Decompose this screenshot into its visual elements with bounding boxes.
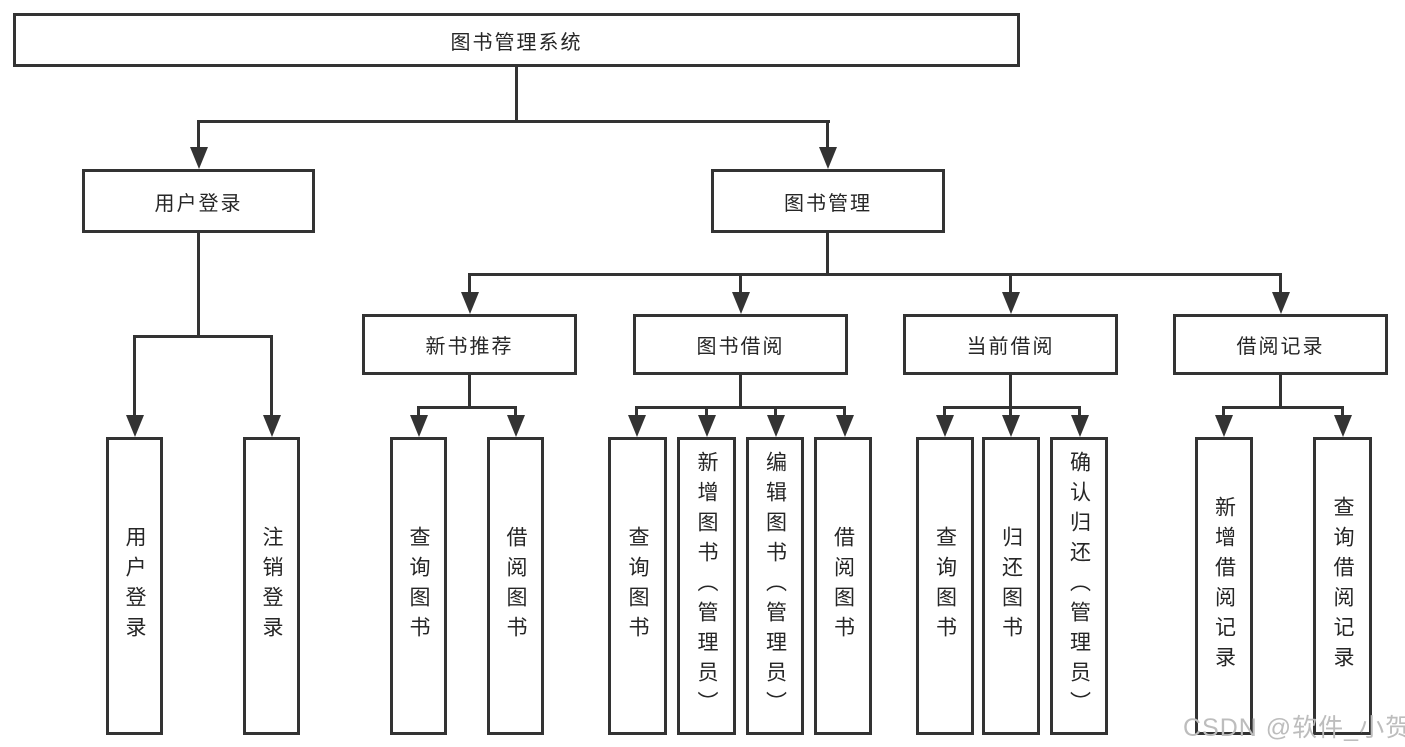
connector-current-borrow-vertical: [1009, 375, 1012, 409]
leaf-confirm-return-admin-label: 确认归还（管理员）: [1067, 451, 1091, 721]
node-current-borrowing-label: 当前借阅: [966, 336, 1055, 358]
connector-borrow-records-stub-2: [1341, 406, 1344, 418]
leaf-return-books-label: 归还图书: [999, 526, 1023, 646]
arrowhead-down-icon: [1002, 292, 1020, 314]
arrowhead-down-icon: [836, 415, 854, 437]
connector-new-book-stub-1: [417, 406, 420, 418]
node-new-book-recommendation-label: 新书推荐: [425, 336, 514, 358]
arrowhead-down-icon: [410, 415, 428, 437]
csdn-watermark: CSDN @软件_小贺同学: [1183, 714, 1405, 742]
arrowhead-down-icon: [936, 415, 954, 437]
connector-book-borrow-stub-3: [774, 406, 777, 418]
arrowhead-down-icon: [1272, 292, 1290, 314]
node-book-management-label: 图书管理: [784, 192, 872, 215]
connector-book-borrow-stub-4: [843, 406, 846, 418]
leaf-edit-books-admin: 编辑图书（管理员）: [746, 437, 804, 735]
leaf-query-books-recommend-label: 查询图书: [407, 526, 430, 646]
leaf-add-borrow-record-label: 新增借阅记录: [1212, 496, 1236, 676]
arrowhead-down-icon: [1215, 415, 1233, 437]
arrowhead-down-icon: [507, 415, 525, 437]
leaf-confirm-return-admin: 确认归还（管理员）: [1050, 437, 1108, 735]
connector-book-borrow-stub-2: [705, 406, 708, 418]
node-user-login: 用户登录: [82, 169, 315, 233]
leaf-query-books-recommend: 查询图书: [390, 437, 447, 735]
connector-root-left-stub: [197, 120, 200, 150]
arrowhead-down-icon: [263, 415, 281, 437]
leaf-add-books-admin: 新增图书（管理员）: [677, 437, 736, 735]
arrowhead-down-icon: [461, 292, 479, 314]
node-root-label: 图书管理系统: [450, 31, 583, 54]
arrowhead-down-icon: [767, 415, 785, 437]
connector-current-borrow-stub-3: [1078, 406, 1081, 418]
connector-current-borrow-stub-2: [1009, 406, 1012, 418]
leaf-query-borrow-record-label: 查询借阅记录: [1331, 496, 1354, 676]
leaf-borrow-books-borrowing: 借阅图书: [814, 437, 872, 735]
arrowhead-down-icon: [819, 147, 837, 169]
arrowhead-down-icon: [732, 292, 750, 314]
leaf-logout: 注销登录: [243, 437, 300, 735]
arrowhead-down-icon: [1071, 415, 1089, 437]
connector-book-mgmt-stub-1: [468, 273, 471, 295]
arrowhead-down-icon: [126, 415, 144, 437]
leaf-edit-books-admin-label: 编辑图书（管理员）: [763, 451, 787, 721]
arrowhead-down-icon: [1334, 415, 1352, 437]
connector-book-mgmt-stub-3: [1009, 273, 1012, 295]
leaf-return-books: 归还图书: [982, 437, 1040, 735]
leaf-add-borrow-record: 新增借阅记录: [1195, 437, 1253, 735]
leaf-user-login: 用户登录: [106, 437, 163, 735]
connector-book-mgmt-vertical: [826, 233, 829, 276]
connector-book-borrow-vertical: [739, 375, 742, 409]
node-new-book-recommendation: 新书推荐: [362, 314, 577, 375]
connector-user-login-stub-1: [133, 335, 136, 418]
connector-borrow-records-stub-1: [1222, 406, 1225, 418]
connector-borrow-records-horizontal: [1222, 406, 1344, 409]
node-borrowing-records-label: 借阅记录: [1236, 336, 1325, 358]
node-root-system: 图书管理系统: [13, 13, 1020, 67]
node-user-login-label: 用户登录: [154, 192, 243, 215]
node-book-borrowing-label: 图书借阅: [696, 336, 785, 358]
leaf-logout-label: 注销登录: [260, 526, 283, 646]
connector-book-mgmt-horizontal: [468, 273, 1282, 276]
leaf-query-books-borrowing-label: 查询图书: [626, 526, 649, 646]
connector-book-borrow-horizontal: [635, 406, 846, 409]
arrowhead-down-icon: [1002, 415, 1020, 437]
leaf-borrow-books-borrowing-label: 借阅图书: [831, 526, 855, 646]
connector-root-right-stub: [826, 120, 829, 150]
connector-current-borrow-stub-1: [943, 406, 946, 418]
node-current-borrowing: 当前借阅: [903, 314, 1118, 375]
leaf-user-login-label: 用户登录: [123, 526, 146, 646]
connector-book-borrow-stub-1: [635, 406, 638, 418]
connector-new-book-stub-2: [514, 406, 517, 418]
node-book-borrowing: 图书借阅: [633, 314, 848, 375]
node-borrowing-records: 借阅记录: [1173, 314, 1388, 375]
connector-user-login-vertical: [197, 233, 200, 338]
connector-current-borrow-horizontal: [943, 406, 1081, 409]
connector-borrow-records-vertical: [1279, 375, 1282, 409]
arrowhead-down-icon: [698, 415, 716, 437]
node-book-management: 图书管理: [711, 169, 945, 233]
arrowhead-down-icon: [190, 147, 208, 169]
leaf-borrow-books-recommend-label: 借阅图书: [504, 526, 527, 646]
leaf-query-books-current: 查询图书: [916, 437, 974, 735]
connector-new-book-horizontal: [417, 406, 517, 409]
leaf-query-books-current-label: 查询图书: [933, 526, 957, 646]
leaf-query-borrow-record: 查询借阅记录: [1313, 437, 1372, 735]
connector-user-login-stub-2: [270, 335, 273, 418]
leaf-query-books-borrowing: 查询图书: [608, 437, 667, 735]
connector-book-mgmt-stub-4: [1279, 273, 1282, 295]
connector-book-mgmt-stub-2: [739, 273, 742, 295]
arrowhead-down-icon: [628, 415, 646, 437]
connector-user-login-horizontal: [133, 335, 273, 338]
leaf-add-books-admin-label: 新增图书（管理员）: [695, 451, 718, 721]
connector-root-vertical: [515, 67, 518, 123]
connector-root-horizontal: [197, 120, 830, 123]
connector-new-book-vertical: [468, 375, 471, 409]
leaf-borrow-books-recommend: 借阅图书: [487, 437, 544, 735]
